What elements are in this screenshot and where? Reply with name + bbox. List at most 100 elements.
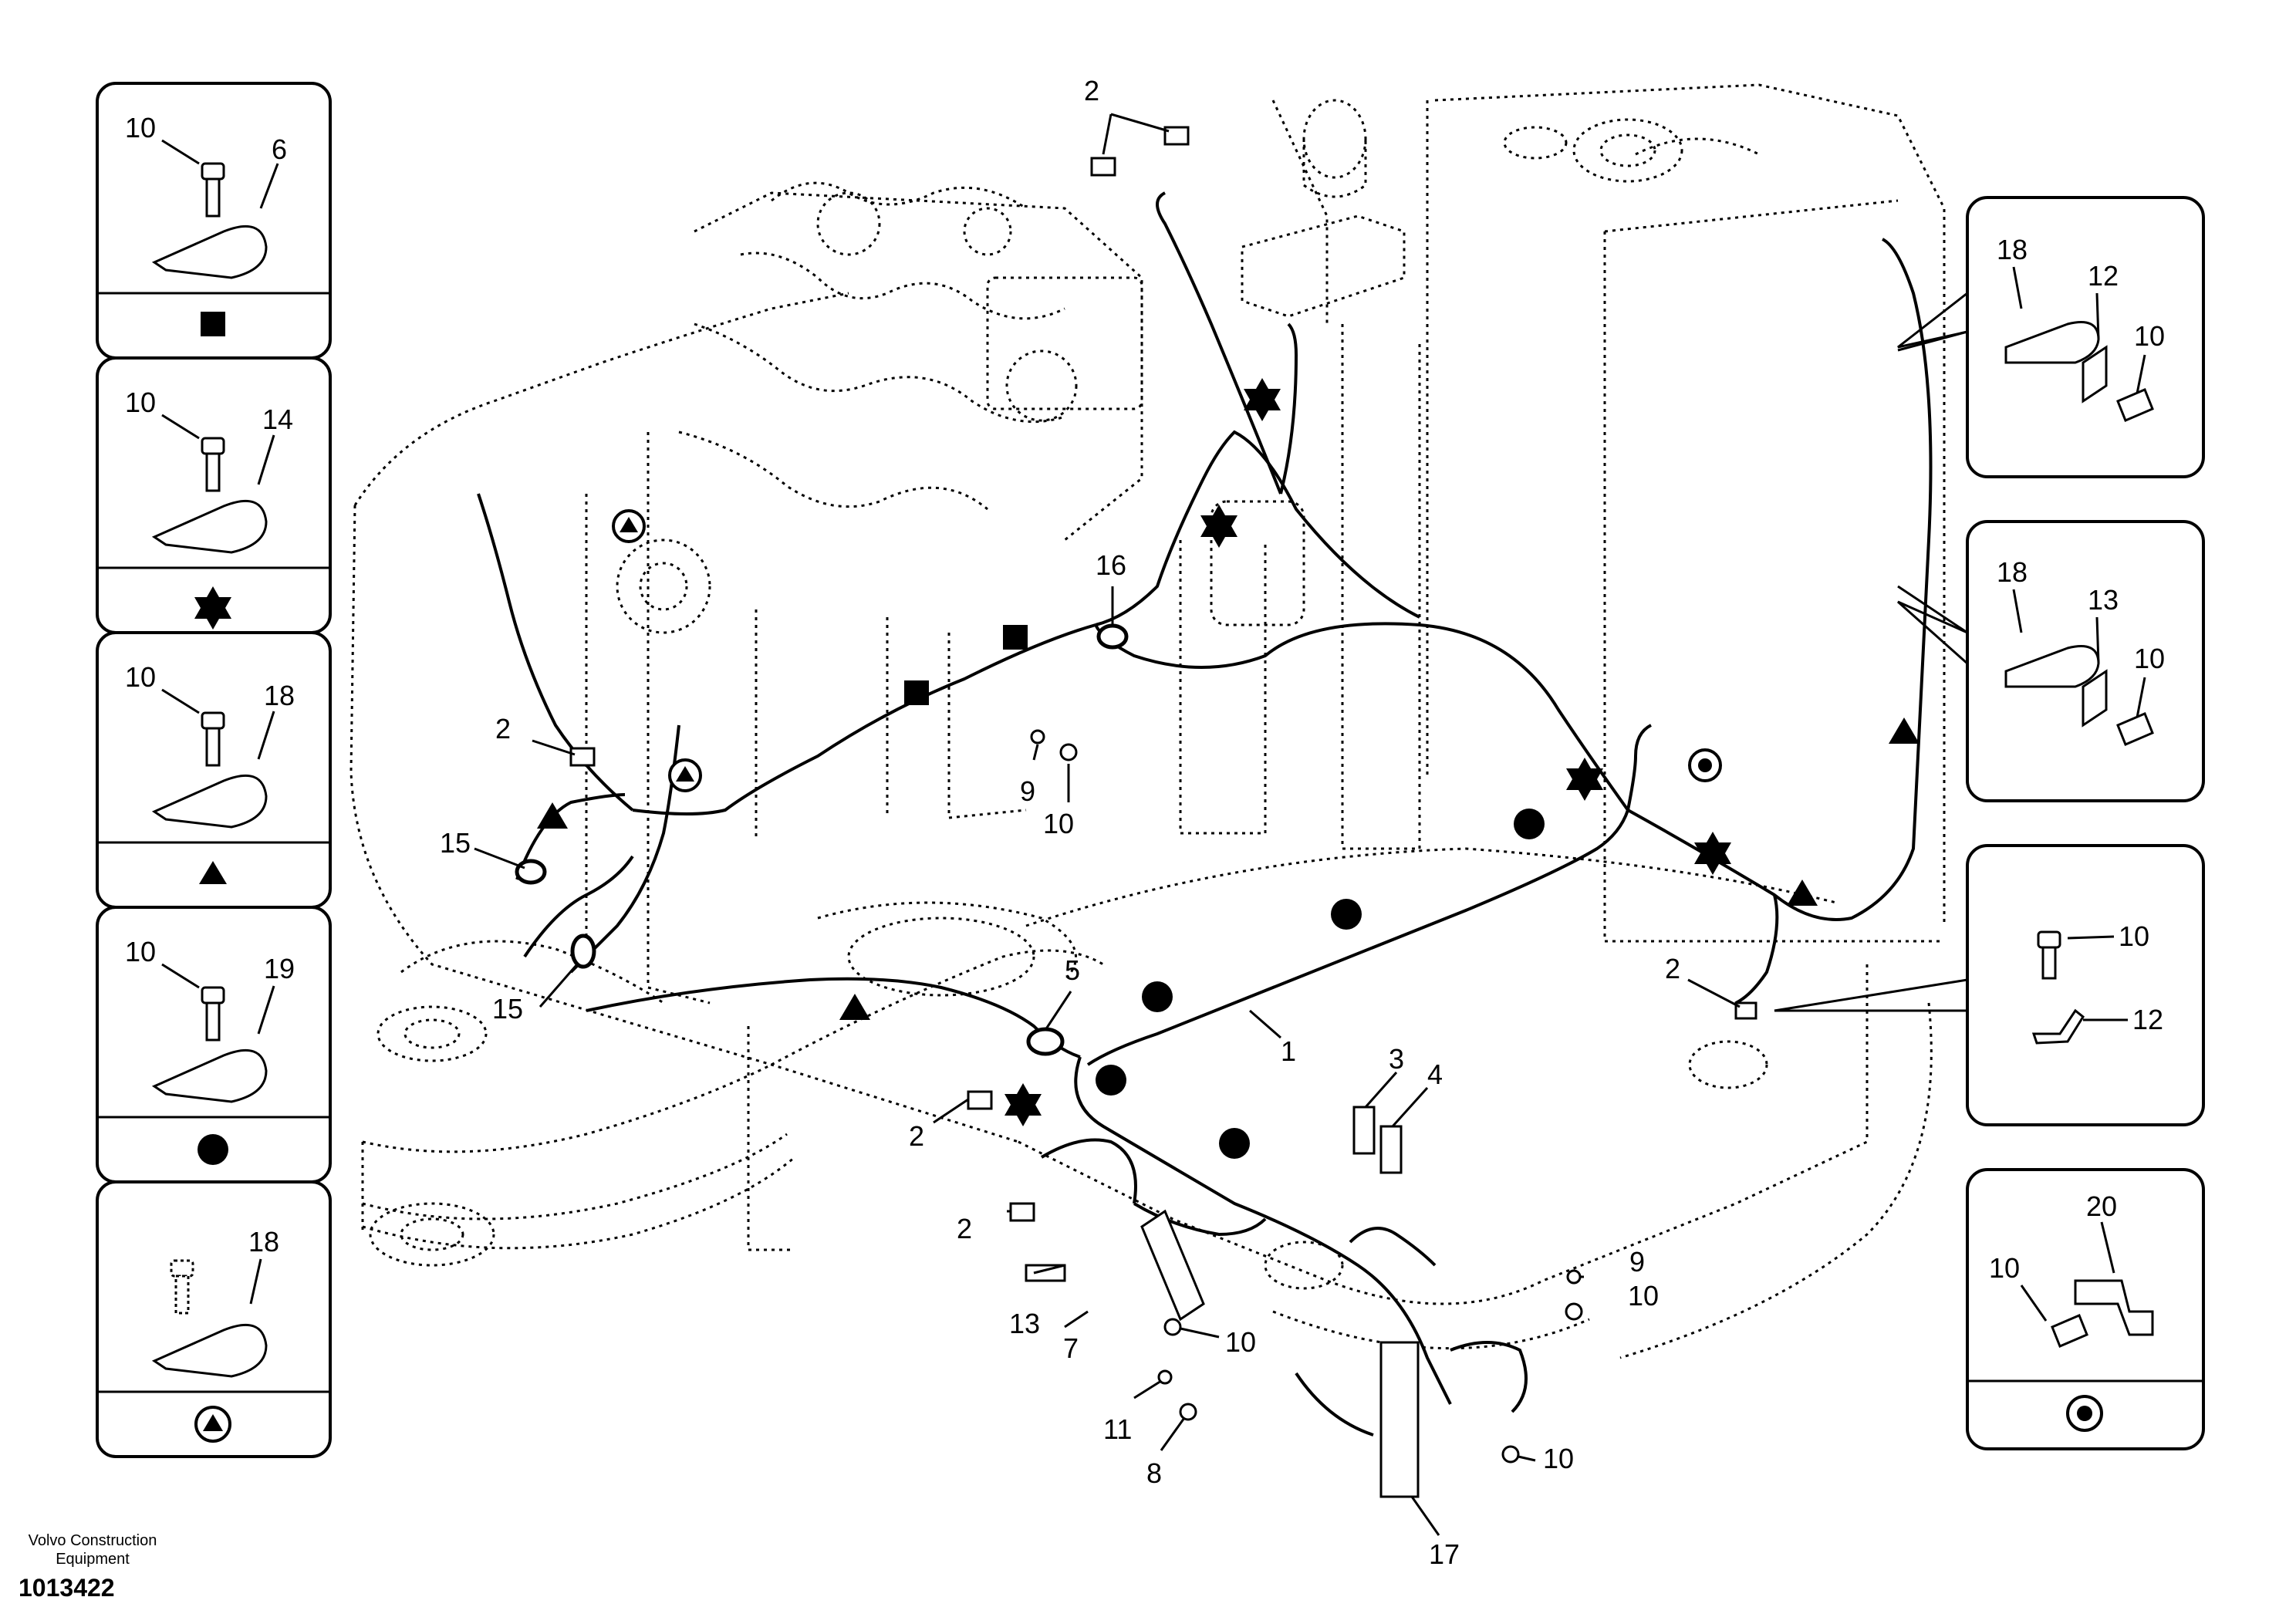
bolt-icon bbox=[201, 437, 225, 492]
bolt-10-bracket bbox=[1163, 1318, 1182, 1336]
clamp-icon bbox=[151, 1048, 268, 1103]
relay-bracket-17 bbox=[1379, 1341, 1420, 1498]
bolt-10-low bbox=[1501, 1445, 1520, 1464]
company-name: Volvo Construction Equipment bbox=[28, 1532, 157, 1568]
washer-11 bbox=[1157, 1369, 1173, 1385]
connector-low-a bbox=[967, 1090, 993, 1110]
bolt-icon bbox=[2116, 388, 2154, 422]
square-symbol-1 bbox=[1003, 625, 1028, 650]
callout-5: 5 bbox=[1065, 954, 1080, 986]
callout-10-right: 10 bbox=[1628, 1280, 1659, 1312]
bracket-icon bbox=[2082, 669, 2108, 728]
legend-4-bolt-label: 10 bbox=[125, 936, 156, 967]
detail-c-bolt-label: 10 bbox=[2119, 920, 2149, 952]
callout-15-a: 15 bbox=[440, 827, 471, 859]
bullseye-legend-icon bbox=[2066, 1395, 2103, 1432]
callout-9-right: 9 bbox=[1629, 1246, 1645, 1278]
legend-panel-star: 10 14 bbox=[96, 356, 332, 634]
callout-10-bracket: 10 bbox=[1225, 1326, 1256, 1358]
clamp-icon bbox=[151, 499, 268, 554]
drawing-number: 1013422 bbox=[19, 1574, 115, 1602]
circled-triangle-symbol-2 bbox=[668, 758, 702, 792]
connector-top-a bbox=[1090, 157, 1116, 177]
bolt-icon bbox=[2116, 712, 2154, 746]
callout-15-b: 15 bbox=[492, 993, 523, 1025]
clamp-icon bbox=[2004, 321, 2100, 364]
bolt-10-mid bbox=[1059, 743, 1078, 761]
bracket-icon bbox=[2082, 345, 2108, 403]
legend-4-clamp-label: 19 bbox=[264, 953, 295, 984]
square-legend-icon bbox=[201, 312, 225, 336]
callout-2-low-b: 2 bbox=[957, 1213, 972, 1244]
bolt-icon bbox=[201, 162, 225, 218]
legend-panel-triangle: 10 18 bbox=[96, 631, 332, 909]
callout-9-mid: 9 bbox=[1020, 775, 1035, 807]
bolt-icon bbox=[201, 986, 225, 1042]
bolt-10-right bbox=[1565, 1302, 1583, 1321]
callout-2-left: 2 bbox=[495, 713, 511, 744]
callout-2-top: 2 bbox=[1084, 75, 1099, 106]
detail-a-clamp-label: 18 bbox=[1997, 234, 2028, 265]
connector-right bbox=[1734, 1001, 1757, 1020]
detail-panel-d: 20 10 bbox=[1966, 1168, 2205, 1450]
circled-triangle-legend-icon bbox=[194, 1406, 231, 1443]
callout-11: 11 bbox=[1103, 1413, 1132, 1445]
triangle-symbol-4 bbox=[1889, 717, 1920, 744]
legend-2-bolt-label: 10 bbox=[125, 387, 156, 418]
washer-9 bbox=[1030, 729, 1045, 744]
grommet-15b bbox=[570, 934, 596, 969]
triangle-symbol-2 bbox=[839, 994, 870, 1020]
detail-d-bolt-label: 10 bbox=[1989, 1252, 2020, 1284]
callout-10-low: 10 bbox=[1543, 1443, 1574, 1474]
star-symbol-3 bbox=[1566, 758, 1603, 801]
legend-3-clamp-label: 18 bbox=[264, 680, 295, 711]
left-legend: 10 6 10 14 bbox=[96, 82, 332, 1458]
star-symbol-1 bbox=[1200, 505, 1237, 548]
grommet-15a bbox=[515, 859, 547, 885]
square-symbol-2 bbox=[904, 680, 929, 705]
bolt-icon bbox=[2051, 1314, 2088, 1348]
callout-2-low-a: 2 bbox=[909, 1120, 924, 1152]
detail-panel-a: 18 12 10 bbox=[1897, 196, 2205, 478]
callout-8: 8 bbox=[1146, 1457, 1162, 1489]
grommet-16 bbox=[1096, 623, 1129, 650]
callout-7: 7 bbox=[1063, 1332, 1079, 1364]
bracket-icon bbox=[2074, 1279, 2154, 1336]
legend-2-clamp-label: 14 bbox=[262, 403, 293, 435]
star-symbol-4 bbox=[1694, 832, 1731, 875]
clamp-symbols bbox=[537, 378, 1920, 1159]
callout-2-right: 2 bbox=[1665, 953, 1680, 984]
detail-a-bolt-label: 10 bbox=[2134, 320, 2165, 352]
circle-symbol-5 bbox=[1219, 1128, 1250, 1159]
callout-13: 13 bbox=[1009, 1308, 1040, 1339]
grommet-5 bbox=[1026, 1027, 1065, 1056]
circle-symbol-3 bbox=[1142, 981, 1173, 1012]
circle-symbol-1 bbox=[1514, 809, 1545, 839]
detail-a-bracket-label: 12 bbox=[2088, 260, 2119, 292]
legend-panel-square: 10 6 bbox=[96, 82, 332, 360]
callout-10-mid: 10 bbox=[1043, 808, 1074, 839]
detail-b-bolt-label: 10 bbox=[2134, 643, 2165, 674]
bullseye-symbol bbox=[1688, 748, 1722, 782]
detail-c-bracket-label: 12 bbox=[2132, 1004, 2163, 1035]
circle-symbol-2 bbox=[1331, 899, 1362, 930]
bolt-icon bbox=[201, 711, 225, 767]
legend-5-clamp-label: 18 bbox=[248, 1226, 279, 1258]
detail-panel-c: 10 12 bbox=[1774, 844, 2205, 1126]
legend-panel-circle: 10 19 bbox=[96, 906, 332, 1183]
star-symbol-2 bbox=[1244, 378, 1281, 421]
connector-low-b bbox=[1009, 1202, 1035, 1222]
machine-outline bbox=[349, 83, 1946, 1359]
triangle-symbol-1 bbox=[537, 802, 568, 829]
legend-panel-circled-triangle: 18 bbox=[96, 1180, 332, 1458]
circle-legend-icon bbox=[198, 1134, 228, 1165]
clamp-icon bbox=[151, 1323, 268, 1378]
bolt-icon bbox=[2037, 930, 2061, 980]
washer-9-right bbox=[1566, 1269, 1582, 1285]
callout-1: 1 bbox=[1281, 1035, 1296, 1067]
circled-triangle-symbol-1 bbox=[612, 509, 646, 543]
detail-d-bracket-label: 20 bbox=[2086, 1190, 2117, 1222]
relay-4 bbox=[1379, 1125, 1403, 1174]
